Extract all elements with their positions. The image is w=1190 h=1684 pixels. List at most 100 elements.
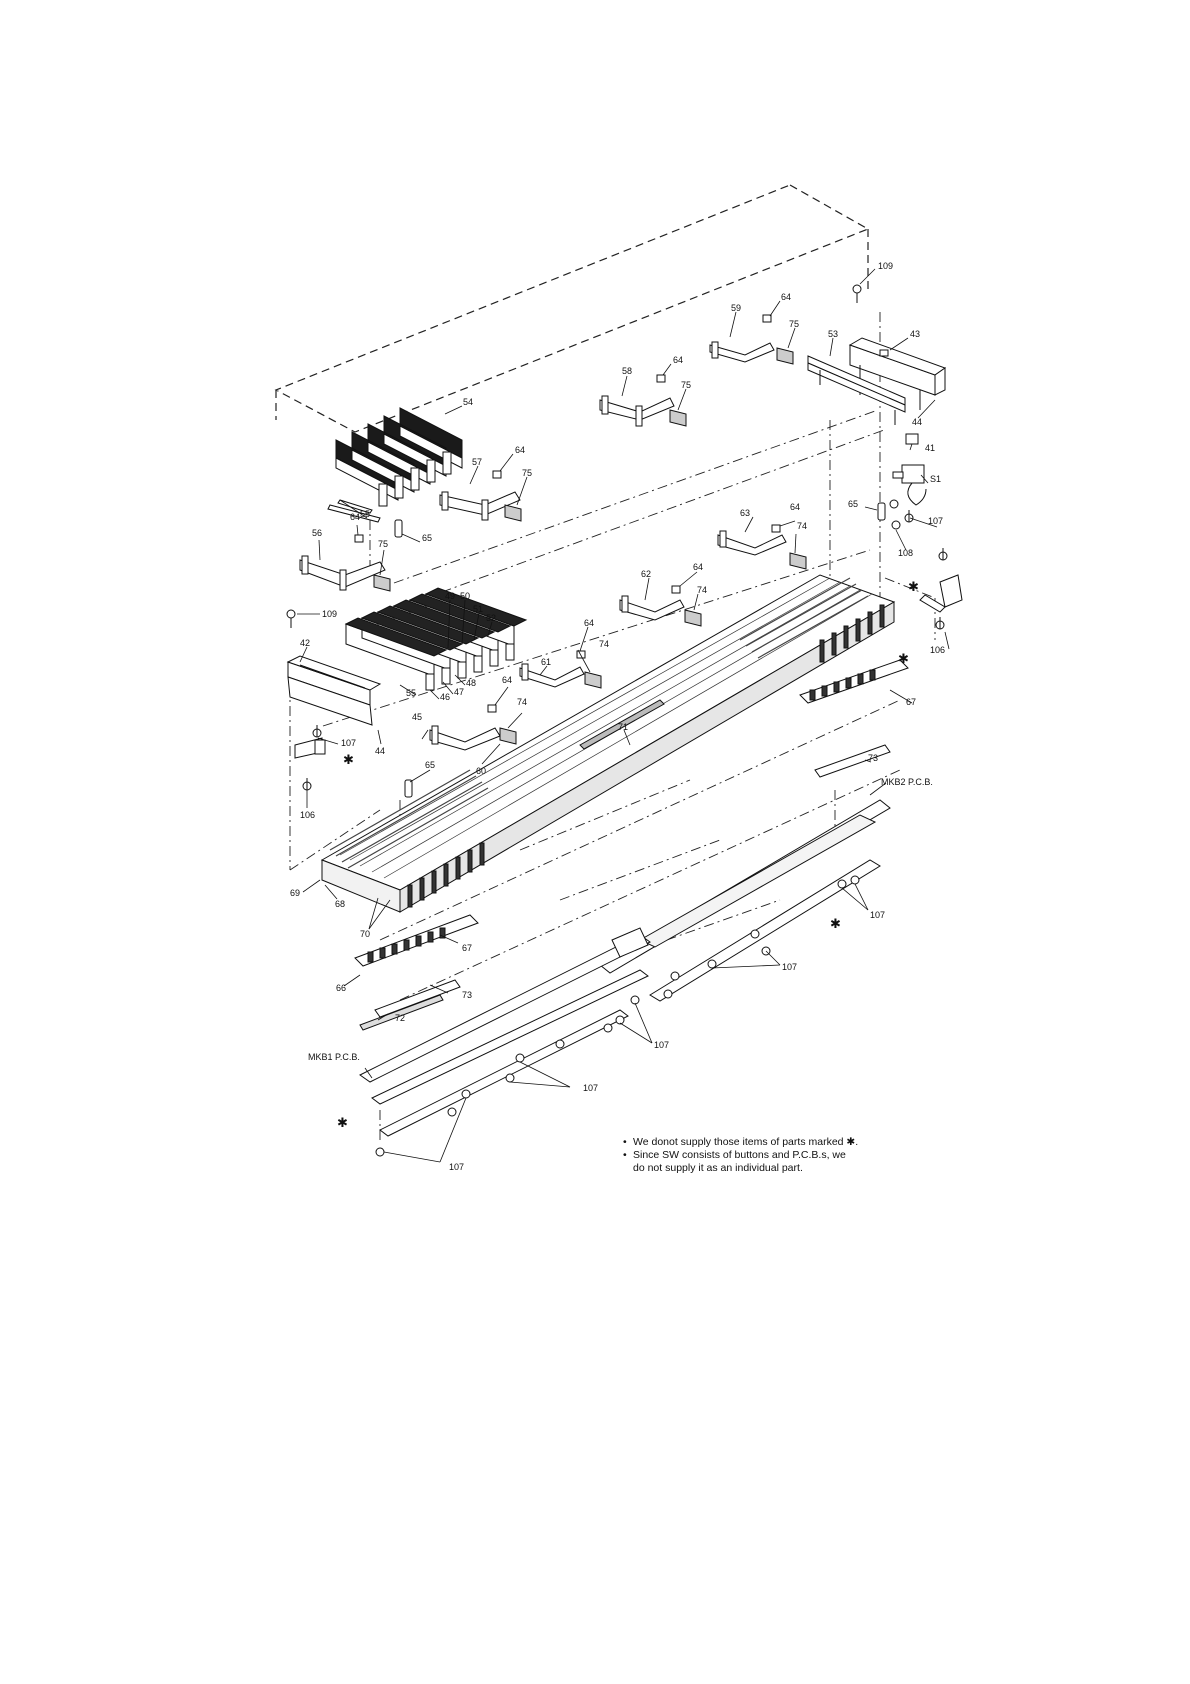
callout-107-center: 107 [654,1040,669,1050]
callout-54: 54 [463,397,473,407]
screws [286,284,948,1157]
callout-65-right: 65 [848,499,858,509]
callout-75-b: 75 [681,380,691,390]
star-brackets [294,574,963,759]
callout-67-right: 67 [906,697,916,707]
callout-67-left: 67 [462,943,472,953]
asterisk-icons: ✱ ✱ ✱ ✱ ✱ [337,580,919,1131]
part-53-rail [807,355,906,425]
part-67-rubber-contacts [354,659,909,967]
mkb2-pcb [599,799,891,1002]
callout-41: 41 [925,443,935,453]
callout-107-right: 107 [928,516,943,526]
callout-107-mid: 107 [782,962,797,972]
callout-66: 66 [336,983,346,993]
part-63-lever [717,530,787,556]
callout-MKB2: MKB2 P.C.B. [881,777,933,787]
mkb1-pcb [359,927,651,1137]
callout-59: 59 [731,303,741,313]
callout-56: 56 [312,528,322,538]
callout-75-c: 75 [522,468,532,478]
part-58-lever [599,395,675,427]
leader-lines [297,268,950,1163]
footnote-1-text: We donot supply those items of parts mar… [633,1136,859,1148]
part-42-end-block [286,655,382,726]
part-59-lever [709,341,775,363]
callout-68: 68 [335,899,345,909]
callout-46: 46 [440,692,450,702]
part-54-button-stack [335,407,463,507]
callout-42: 42 [300,638,310,648]
callout-44-top: 44 [912,417,922,427]
callout-64-d: 64 [790,502,800,512]
small-parts [354,314,807,745]
callout-75-d: 75 [378,539,388,549]
callout-64-a: 64 [781,292,791,302]
callout-75-a: 75 [789,319,799,329]
callout-74-a: 74 [797,521,807,531]
callout-43: 43 [910,329,920,339]
bullet: • [623,1149,627,1161]
asterisk-icon: ✱ [830,917,841,932]
callout-53: 53 [828,329,838,339]
callout-62: 62 [641,569,651,579]
asterisk-icon: ✱ [908,580,919,595]
callout-45: 45 [412,712,422,722]
callout-61: 61 [541,657,551,667]
callout-64-h: 64 [502,675,512,685]
callout-labels: 109 64 59 75 53 43 58 64 75 54 44 41 57 … [290,261,945,1172]
footnote-2: • Since SW consists of buttons and P.C.B… [623,1149,923,1162]
callout-74-d: 74 [517,697,527,707]
part-62-lever [619,595,685,621]
callout-64-c: 64 [515,445,525,455]
callout-74-b: 74 [697,585,707,595]
callout-73-left: 73 [462,990,472,1000]
footnote-2-continued: do not supply it as an individual part. [633,1162,803,1174]
callout-106-right: 106 [930,645,945,655]
part-45-52-button-row [344,587,528,691]
footnote-2-text: Since SW consists of buttons and P.C.B.s… [633,1149,846,1161]
assembly-envelope [274,184,870,433]
callout-49: 49 [445,591,455,601]
footnotes: • We donot supply those items of parts m… [623,1136,923,1175]
callout-64-f: 64 [693,562,703,572]
callout-69: 69 [290,888,300,898]
callout-106-left: 106 [300,810,315,820]
callout-64-g: 64 [584,618,594,628]
callout-72: 72 [395,1013,405,1023]
callout-50: 50 [460,591,470,601]
callout-63: 63 [740,508,750,518]
asterisk-icon: ✱ [898,652,909,667]
callout-57: 57 [472,457,482,467]
part-65-spacers [394,502,886,798]
guide-lines [289,312,936,1140]
callout-58: 58 [622,366,632,376]
callout-47: 47 [454,687,464,697]
callout-65-left: 65 [425,760,435,770]
callout-48: 48 [466,678,476,688]
callout-52: 52 [486,613,496,623]
callout-MKB1: MKB1 P.C.B. [308,1052,360,1062]
callout-64-e: 64 [350,512,360,522]
asterisk-icon: ✱ [337,1116,348,1131]
callout-74-c: 74 [599,639,609,649]
callout-107-bottom: 107 [449,1162,464,1172]
part-61-lever [519,663,585,688]
callout-109-left: 109 [322,609,337,619]
callout-44-left: 44 [375,746,385,756]
callout-55-left: 55 [406,688,416,698]
callout-71: 71 [618,722,628,732]
callout-64-b: 64 [673,355,683,365]
callout-S1: S1 [930,474,941,484]
callout-107-lower: 107 [583,1083,598,1093]
callout-107-mkb2: 107 [870,910,885,920]
callout-73-right: 73 [868,753,878,763]
part-57-lever [439,491,521,521]
bullet: • [623,1136,627,1148]
callout-107-left: 107 [341,738,356,748]
callout-108: 108 [898,548,913,558]
part-43-end-block [848,337,947,410]
callout-55-top: 55 [360,509,370,519]
callout-65-top: 65 [422,533,432,543]
